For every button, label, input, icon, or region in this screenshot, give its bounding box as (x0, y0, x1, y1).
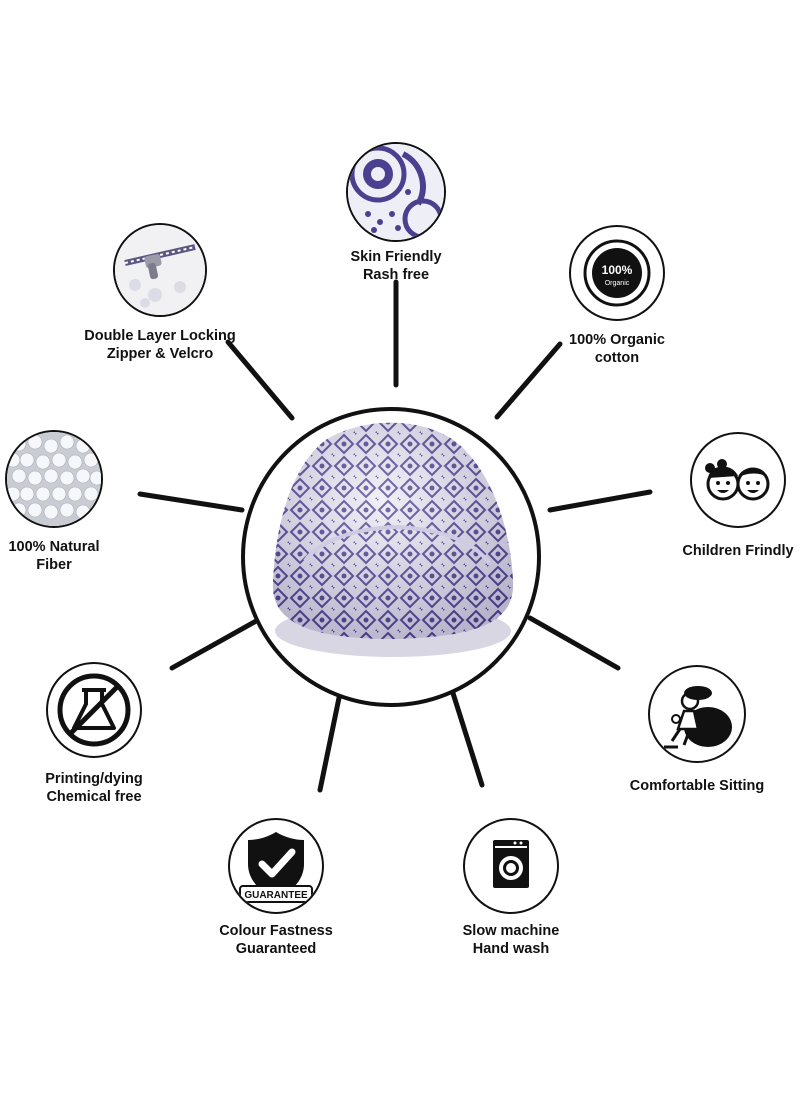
guarantee-shield-icon: GUARANTEE (228, 818, 324, 914)
children-faces-icon (690, 432, 786, 528)
fiber-beads-icon (5, 430, 103, 528)
washing-machine-icon (463, 818, 559, 914)
badge-percent-text: 100% (602, 263, 633, 277)
feature-label: Children Frindly (682, 543, 794, 559)
product-image-circle (241, 407, 541, 707)
zipper-closeup-icon (113, 223, 207, 317)
ray-zipper (225, 339, 295, 421)
feature-label: Comfortable Sitting (629, 778, 765, 794)
ray-wash (449, 687, 485, 788)
ray-sitting (527, 615, 621, 671)
ray-organic (494, 341, 563, 420)
organic-badge-icon: 100% Organic (569, 225, 665, 321)
guarantee-text: GUARANTEE (244, 890, 308, 901)
person-sitting-icon (648, 665, 746, 763)
no-chemical-icon (46, 662, 142, 758)
feature-comfortable-sitting: Comfortable Sitting (587, 665, 800, 795)
ray-chemical (169, 617, 261, 671)
bean-bag-image (272, 422, 514, 657)
ray-fiber (137, 491, 245, 513)
floral-fabric-icon (346, 142, 446, 242)
feature-children-friendly: Children Frindly (628, 432, 800, 560)
ray-fastness (317, 690, 343, 793)
ray-children (547, 489, 653, 513)
badge-organic-text: Organic (605, 280, 630, 287)
